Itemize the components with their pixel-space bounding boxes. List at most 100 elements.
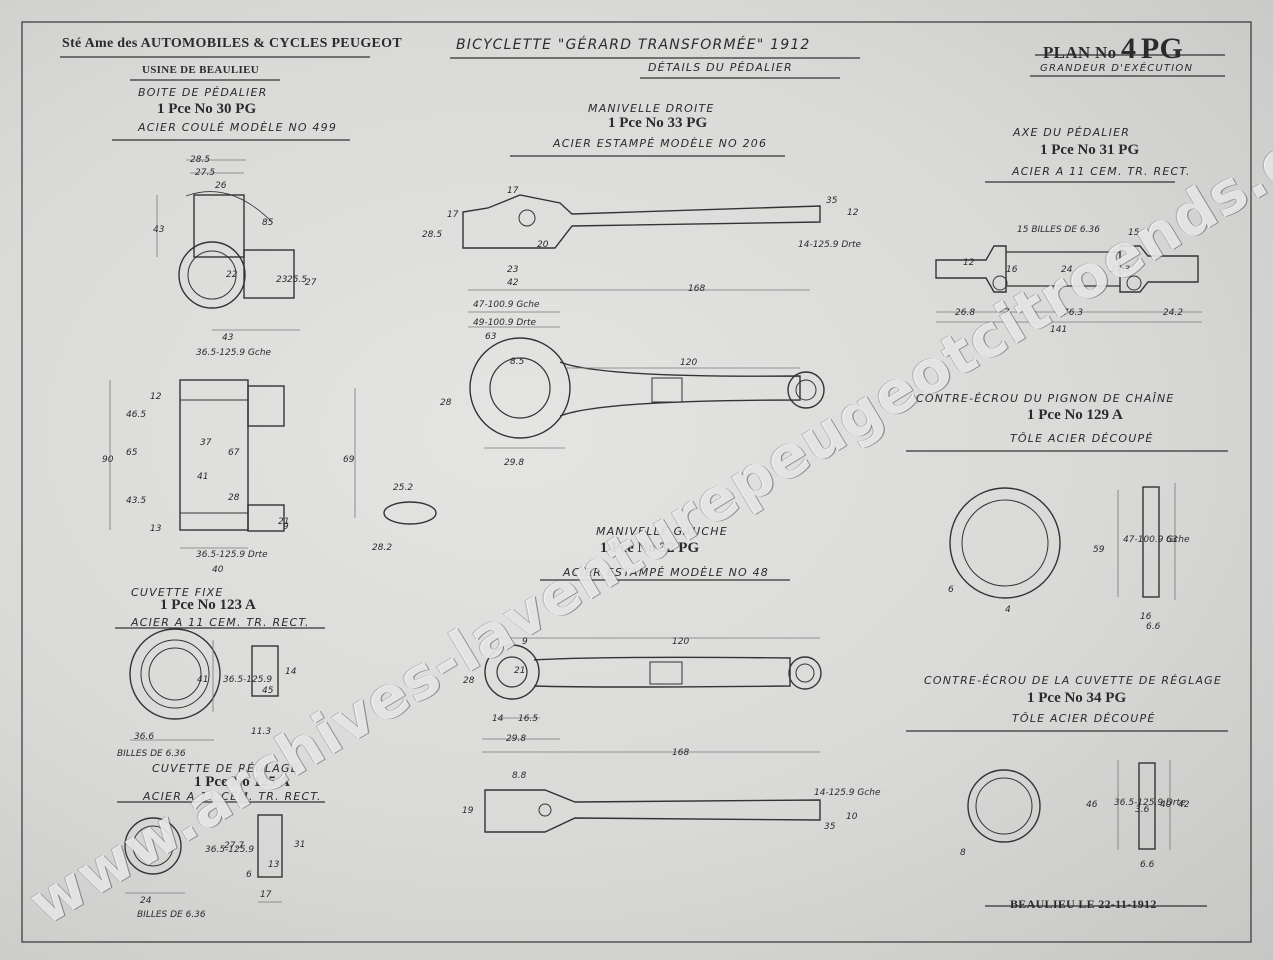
manivelle-gauche-pedal-eye [788,656,822,690]
dimension-label-boite: 25.5 [287,275,308,285]
manivelle-gauche-bore [496,656,528,688]
dimension-label-cuvette-reglage: 27.7 [224,841,245,851]
dimension-label-boite: 46.5 [126,410,147,420]
dimension-label-contre-ecrou-pignon: 63 [1166,535,1178,545]
cuvette-fixe-outer [129,628,221,720]
dimension-label-manivelle-gauche: 35 [824,822,836,832]
dimension-label-contre-ecrou-cuvette: 36.5-125.9 Drte [1114,798,1186,808]
axe-ball [1126,275,1142,291]
plan-prefix: PLAN No [1043,43,1117,62]
manivelle-gauche-hole [538,803,552,817]
dimension-label-manivelle-droite: 17 [507,186,519,196]
boite-seat-tube [193,194,245,258]
dimension-label-manivelle-gauche: 14 [492,714,504,724]
cuvette-fixe-bore [148,647,202,701]
dimension-label-contre-ecrou-pignon: 47-100.9 Gche [1123,535,1190,545]
dimension-label-boite: 9 [283,522,289,532]
dimension-label-axe: 7 [1004,308,1010,318]
cuvette-fixe-billes: BILLES DE 6.36 [117,749,186,759]
boite-shell-section [179,379,249,531]
dimension-label-boite: 36.5-125.9 Gche [196,348,272,358]
axe-ref: 1 Pce No 31 PG [1040,142,1140,158]
dimension-label-axe: 16 [1006,265,1018,275]
dimension-label-contre-ecrou-pignon: 4 [1005,605,1011,615]
dimension-label-manivelle-gauche: 28 [463,676,475,686]
dimension-label-cuvette-fixe: 11.3 [251,727,272,737]
axe-material: ACIER A 11 CEM. TR. RECT. [1012,165,1191,178]
dimension-label-manivelle-droite: 12 [847,208,859,218]
dimension-label-contre-ecrou-pignon: 16 [1140,612,1152,622]
plan-label: PLAN No 4 PG [1043,32,1183,66]
dimension-label-manivelle-gauche: 16.5 [518,714,539,724]
dimension-label-boite: 36.5-125.9 Drte [196,550,268,560]
contre-ecrou-cuvette-material: TÔLE ACIER DÉCOUPÉ [1012,712,1156,725]
dimension-label-manivelle-gauche: 29.8 [506,734,527,744]
manivelle-gauche-side [484,789,821,833]
dimension-label-manivelle-gauche: 9 [522,637,528,647]
dimension-label-boite: 43 [222,333,234,343]
dimension-label-boite: 43 [153,225,165,235]
dimension-label-manivelle-droite: 63 [485,332,497,342]
dimension-label-boite: 27 [305,278,317,288]
dimension-label-axe: 12 [963,258,975,268]
manivelle-gauche-hatch [649,661,683,685]
contre-ecrou-pignon-name: CONTRE-ÉCROU DU PIGNON DE CHAÎNE [916,392,1175,405]
axe-billes-note: 15 BILLES DE 6.36 [1017,225,1100,235]
dimension-label-boite: 69 [343,455,355,465]
axe-right [1119,245,1199,293]
cuvette-reglage-ref: 1 Pce No 125 A [194,774,290,790]
contre-ecrou-pignon-section [1142,486,1160,598]
manivelle-droite-pedal-hole [795,379,817,401]
dimension-label-axe: 26.8 [955,308,976,318]
dimension-label-manivelle-gauche: 120 [672,637,690,647]
dimension-label-manivelle-droite: 47-100.9 Gche [473,300,540,310]
dimension-label-cuvette-reglage: 31 [294,840,306,850]
dimension-label-contre-ecrou-cuvette: 42 [1178,800,1190,810]
dimension-label-contre-ecrou-pignon: 6 [948,585,954,595]
dimension-label-manivelle-droite: 8.5 [510,357,525,367]
boite-boss-lower [247,504,285,532]
dimension-label-manivelle-droite: 120 [680,358,698,368]
dimension-label-boite: 90 [102,455,114,465]
axe-ball [992,275,1008,291]
dimension-label-boite: 28 [228,493,240,503]
dimension-label-cuvette-reglage: 36.5-125.9 [205,845,255,855]
contre-ecrou-cuvette-outer [967,769,1041,843]
axe-name: AXE DU PÉDALIER [1013,126,1131,139]
boite-ref: 1 Pce No 30 PG [157,101,257,117]
dimension-label-cuvette-fixe: 14 [285,667,297,677]
dimension-label-manivelle-droite: 20 [537,240,549,250]
dimension-label-manivelle-droite: 29.8 [504,458,525,468]
manivelle-gauche-arm [533,656,791,688]
dimension-label-cuvette-reglage: 17 [260,890,272,900]
dimension-label-manivelle-droite: 23 [507,265,519,275]
dimension-label-contre-ecrou-cuvette: 6.6 [1140,860,1155,870]
dimension-label-boite: 67 [228,448,240,458]
plan-suffix: PG [1140,32,1184,65]
manivelle-droite-boss [469,337,571,439]
cuvette-fixe-section [251,645,279,697]
boite-material: ACIER COULÉ MODÈLE No 499 [138,121,338,134]
dimension-label-manivelle-gauche: 8.8 [512,771,527,781]
dimension-label-boite: 27.5 [195,168,216,178]
dimension-label-contre-ecrou-cuvette: 3.6 [1135,805,1150,815]
manivelle-droite-hatch [651,377,683,403]
dimension-label-manivelle-gauche: 14-125.9 Gche [814,788,881,798]
dimension-label-boite: 28.5 [190,155,211,165]
manivelle-droite-material: ACIER ESTAMPÉ MODÈLE No 206 [553,137,768,150]
cuvette-fixe-material: ACIER A 11 CEM. TR. RECT. [131,616,310,629]
contre-ecrou-cuvette-name: CONTRE-ÉCROU DE LA CUVETTE DE RÉGLAGE [924,674,1223,687]
cuvette-fixe-ref: 1 Pce No 123 A [160,597,256,613]
cuvette-reglage-inner [132,825,174,867]
dimension-label-manivelle-droite: 42 [507,278,519,288]
dimension-label-cuvette-reglage: 6 [246,870,252,880]
contre-ecrou-cuvette-ref: 1 Pce No 34 PG [1027,690,1127,706]
contre-ecrou-pignon-outer [949,487,1061,599]
dimension-label-manivelle-gauche: 10 [846,812,858,822]
manivelle-droite-name: MANIVELLE DROITE [588,102,715,115]
dimension-label-cuvette-fixe: 36.5-125.9 [223,675,273,685]
cuvette-reglage-billes: BILLES DE 6.36 [137,910,206,920]
cuvette-fixe-inner [140,639,210,709]
place-date: BEAULIEU LE 22-11-1912 [1010,897,1157,911]
